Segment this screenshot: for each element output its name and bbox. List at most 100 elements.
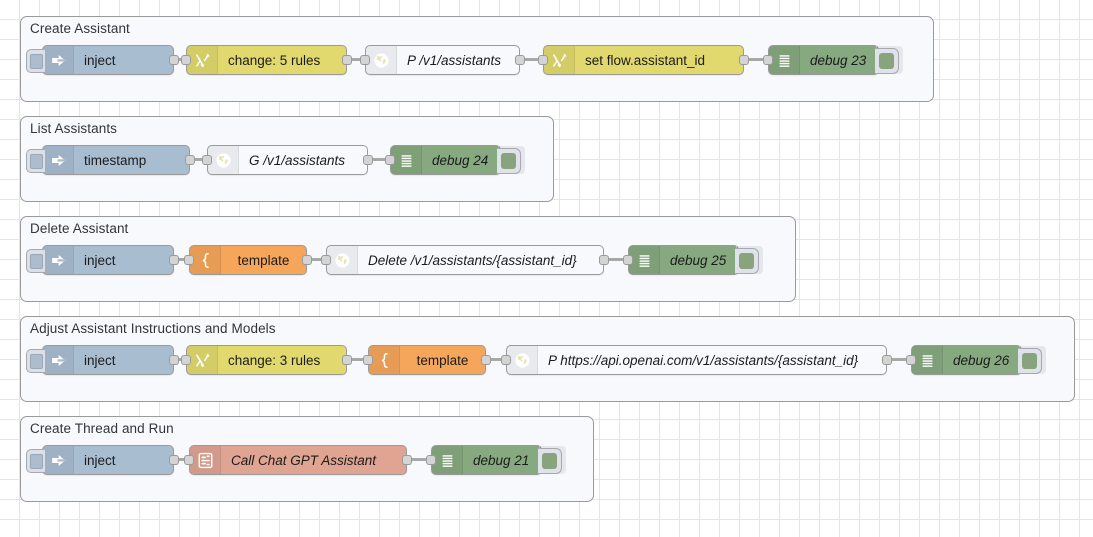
node-http-request[interactable]: P https://api.openai.com/v1/assistants/{…: [501, 345, 892, 375]
node-output-port[interactable]: [363, 155, 373, 165]
node-debug[interactable]: debug 26: [906, 345, 1047, 375]
node-label: timestamp: [84, 152, 147, 168]
debug-lines-icon: [912, 346, 943, 374]
node-label: debug 21: [473, 452, 530, 468]
node-output-port[interactable]: [185, 155, 195, 165]
node-output-port[interactable]: [402, 455, 412, 465]
node-output-port[interactable]: [599, 255, 609, 265]
group-label: List Assistants: [30, 121, 118, 136]
node-inject[interactable]: inject: [26, 245, 179, 275]
globe-icon: [507, 346, 538, 374]
node-http-request[interactable]: P /v1/assistants: [360, 45, 525, 75]
node-input-port[interactable]: [360, 55, 370, 65]
node-output-port[interactable]: [169, 455, 179, 465]
node-input-port[interactable]: [906, 355, 916, 365]
debug-toggle-button[interactable]: [1018, 348, 1042, 374]
wire: [604, 258, 628, 261]
wire: [174, 358, 186, 361]
node-input-port[interactable]: [763, 55, 773, 65]
wire: [347, 358, 368, 361]
group-label: Delete Assistant: [30, 221, 129, 236]
globe-icon: [208, 146, 239, 174]
inject-arrow-icon: [43, 446, 74, 474]
node-input-port[interactable]: [385, 155, 395, 165]
inject-trigger-button[interactable]: [26, 149, 45, 173]
node-template[interactable]: template: [363, 345, 491, 375]
node-output-port[interactable]: [515, 55, 525, 65]
wire: [887, 358, 911, 361]
inject-arrow-icon: [43, 146, 74, 174]
node-inject[interactable]: inject: [26, 345, 179, 375]
wire: [368, 158, 390, 161]
node-subflow[interactable]: Call Chat GPT Assistant: [184, 445, 412, 475]
debug-lines-icon: [391, 146, 422, 174]
wire: [174, 258, 189, 261]
node-output-port[interactable]: [342, 355, 352, 365]
node-label: inject: [84, 352, 116, 368]
node-label: G /v1/assistants: [249, 152, 346, 168]
node-output-port[interactable]: [481, 355, 491, 365]
debug-toggle-button[interactable]: [538, 448, 562, 474]
node-output-port[interactable]: [302, 255, 312, 265]
node-input-port[interactable]: [501, 355, 511, 365]
wire: [347, 58, 365, 61]
node-input-port[interactable]: [321, 255, 331, 265]
debug-lines-icon: [769, 46, 800, 74]
group-label: Adjust Assistant Instructions and Models: [30, 321, 276, 336]
swap-arrows-icon: [187, 46, 218, 74]
node-input-port[interactable]: [538, 55, 548, 65]
wire: [174, 58, 186, 61]
wire: [407, 458, 431, 461]
debug-toggle-square: [1022, 353, 1037, 369]
node-template[interactable]: template: [184, 245, 312, 275]
inject-arrow-icon: [43, 346, 74, 374]
node-input-port[interactable]: [623, 255, 633, 265]
node-change-setflow[interactable]: set flow.assistant_id: [538, 45, 749, 75]
node-output-port[interactable]: [169, 55, 179, 65]
node-output-port[interactable]: [169, 355, 179, 365]
debug-toggle-button[interactable]: [735, 248, 759, 274]
node-output-port[interactable]: [342, 55, 352, 65]
debug-toggle-button[interactable]: [497, 148, 521, 174]
debug-toggle-square: [739, 253, 754, 269]
node-label: Delete /v1/assistants/{assistant_id}: [368, 252, 577, 268]
inject-trigger-button[interactable]: [26, 249, 45, 273]
wire: [190, 158, 207, 161]
node-http-request[interactable]: G /v1/assistants: [202, 145, 373, 175]
brace-icon: [369, 346, 400, 374]
node-debug[interactable]: debug 23: [763, 45, 904, 75]
group-label: Create Thread and Run: [30, 421, 174, 436]
node-label: debug 24: [432, 152, 489, 168]
node-debug[interactable]: debug 25: [623, 245, 764, 275]
node-label: Call Chat GPT Assistant: [231, 452, 377, 468]
node-debug[interactable]: debug 24: [385, 145, 526, 175]
node-input-port[interactable]: [363, 355, 373, 365]
swap-arrows-icon: [187, 346, 218, 374]
node-debug[interactable]: debug 21: [426, 445, 567, 475]
inject-trigger-button[interactable]: [26, 49, 45, 73]
node-change[interactable]: change: 3 rules: [181, 345, 352, 375]
node-http-request[interactable]: Delete /v1/assistants/{assistant_id}: [321, 245, 609, 275]
inject-trigger-button[interactable]: [26, 449, 45, 473]
node-output-port[interactable]: [882, 355, 892, 365]
node-inject[interactable]: inject: [26, 445, 179, 475]
node-input-port[interactable]: [184, 455, 194, 465]
swap-arrows-icon: [544, 46, 575, 74]
node-inject[interactable]: timestamp: [26, 145, 195, 175]
node-input-port[interactable]: [184, 255, 194, 265]
globe-icon: [327, 246, 358, 274]
node-output-port[interactable]: [169, 255, 179, 265]
node-input-port[interactable]: [181, 55, 191, 65]
debug-toggle-button[interactable]: [875, 48, 899, 74]
node-input-port[interactable]: [181, 355, 191, 365]
node-label: set flow.assistant_id: [585, 52, 706, 68]
node-input-port[interactable]: [426, 455, 436, 465]
node-inject[interactable]: inject: [26, 45, 179, 75]
node-change[interactable]: change: 5 rules: [181, 45, 352, 75]
node-output-port[interactable]: [739, 55, 749, 65]
wire: [307, 258, 326, 261]
node-label: inject: [84, 252, 116, 268]
inject-trigger-button[interactable]: [26, 349, 45, 373]
node-input-port[interactable]: [202, 155, 212, 165]
